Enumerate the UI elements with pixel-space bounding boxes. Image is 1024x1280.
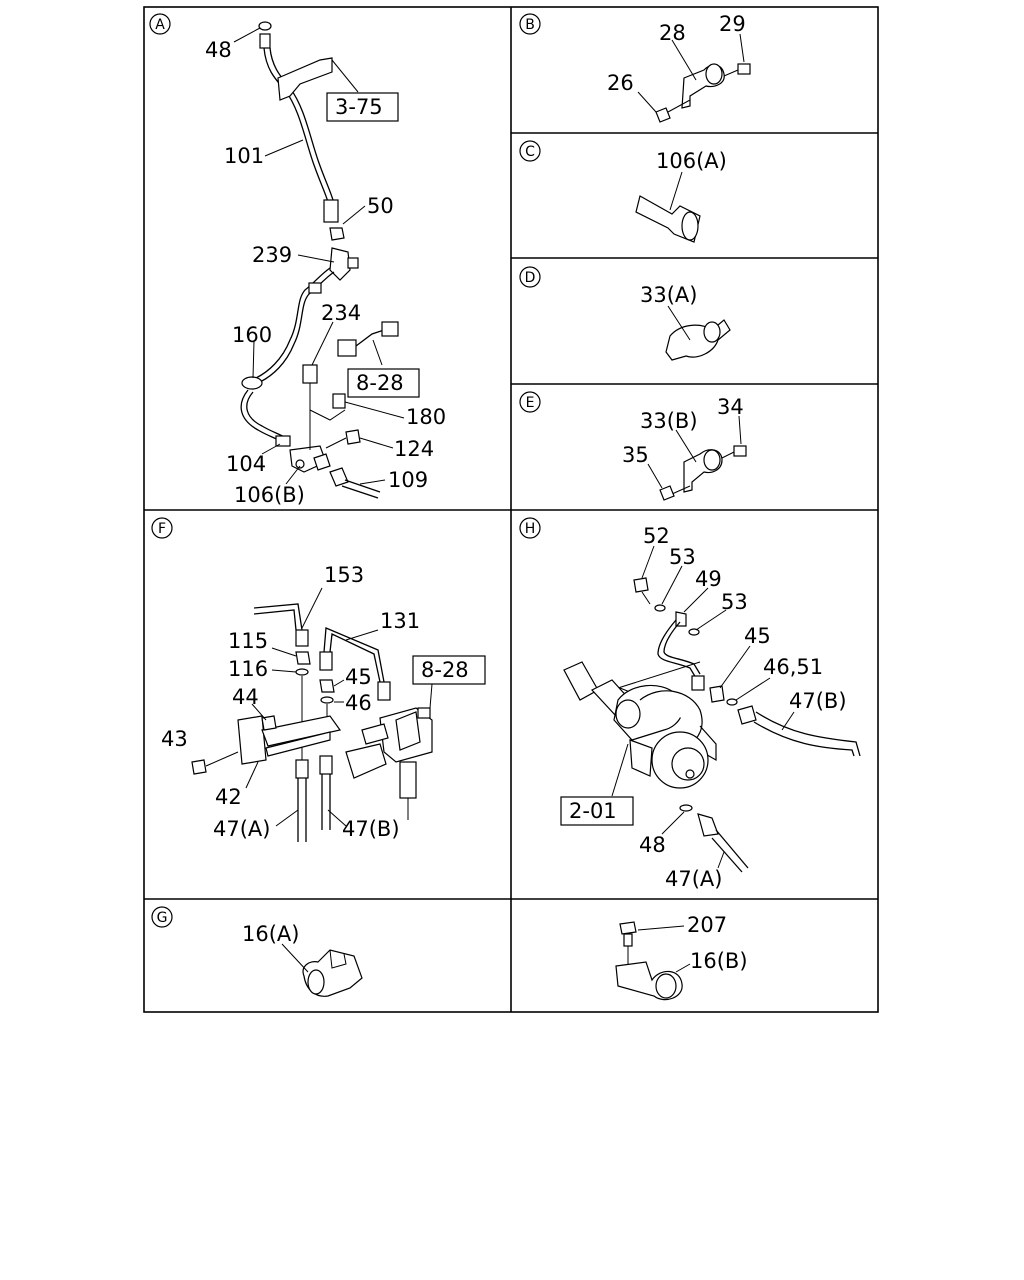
panel-e-marker: E <box>519 391 541 413</box>
label-h-49: 49 <box>695 567 722 591</box>
panel-h-marker: H <box>519 517 541 539</box>
ref-h-2-01-text: 2-01 <box>569 799 617 823</box>
label-f-45: 45 <box>345 665 372 689</box>
label-h-46-51: 46,51 <box>763 655 823 679</box>
ref-box-f-8-28: 8-28 <box>412 655 486 685</box>
label-a-50: 50 <box>367 194 394 218</box>
label-f-47a: 47(A) <box>213 817 270 841</box>
label-a-180: 180 <box>406 405 446 429</box>
label-e-35: 35 <box>622 443 649 467</box>
label-i-207: 207 <box>687 913 727 937</box>
panel-c-marker-text: C <box>525 144 535 160</box>
panel-a-marker: A <box>149 13 171 35</box>
label-f-115: 115 <box>228 629 268 653</box>
label-a-48: 48 <box>205 38 232 62</box>
ref-box-h-2-01: 2-01 <box>560 796 634 826</box>
label-f-44: 44 <box>232 685 259 709</box>
label-d-33a: 33(A) <box>640 283 697 307</box>
panel-h-marker-text: H <box>525 521 536 537</box>
label-a-239: 239 <box>252 243 292 267</box>
ref-box-a-8-28: 8-28 <box>347 368 420 398</box>
panel-c-marker: C <box>519 140 541 162</box>
panel-g-marker: G <box>151 906 173 928</box>
label-b-28: 28 <box>659 21 686 45</box>
label-a-109: 109 <box>388 468 428 492</box>
ref-f-8-28-text: 8-28 <box>421 658 469 682</box>
label-a-101: 101 <box>224 144 264 168</box>
panel-d-marker: D <box>519 266 541 288</box>
panel-g-marker-text: G <box>157 910 168 926</box>
label-h-53-mid: 53 <box>721 590 748 614</box>
label-g-16a: 16(A) <box>242 922 299 946</box>
label-e-33b: 33(B) <box>640 409 698 433</box>
panel-c-drawing <box>635 171 701 243</box>
panel-f-marker: F <box>151 517 173 539</box>
panel-e-marker-text: E <box>526 395 535 411</box>
panel-i-drawing <box>615 921 691 1001</box>
panel-d-drawing <box>665 305 731 361</box>
label-h-47b: 47(B) <box>789 689 847 713</box>
label-a-160: 160 <box>232 323 272 347</box>
label-h-52: 52 <box>643 524 670 548</box>
panel-b-marker-text: B <box>525 17 535 33</box>
panel-d-marker-text: D <box>525 270 536 286</box>
label-f-43: 43 <box>161 727 188 751</box>
ref-box-a-3-75: 3-75 <box>326 92 399 122</box>
label-h-53-top: 53 <box>669 545 696 569</box>
label-a-106b: 106(B) <box>234 483 305 507</box>
label-f-131: 131 <box>380 609 420 633</box>
panel-b-marker: B <box>519 13 541 35</box>
panel-a-drawing <box>233 21 405 499</box>
label-a-234: 234 <box>321 301 361 325</box>
label-c-106a: 106(A) <box>656 149 727 173</box>
panel-grid <box>143 6 879 1013</box>
label-i-16b: 16(B) <box>690 949 748 973</box>
label-b-29: 29 <box>719 12 746 36</box>
label-e-34: 34 <box>717 395 744 419</box>
panel-b-drawing <box>637 33 751 123</box>
panel-f-marker-text: F <box>158 521 166 537</box>
panel-e-drawing <box>647 415 747 501</box>
ref-a-3-75-text: 3-75 <box>335 95 383 119</box>
panel-a-marker-text: A <box>155 17 165 33</box>
label-h-45: 45 <box>744 624 771 648</box>
label-h-48: 48 <box>639 833 666 857</box>
label-a-104: 104 <box>226 452 266 476</box>
ref-a-8-28-text: 8-28 <box>356 371 404 395</box>
label-f-153: 153 <box>324 563 364 587</box>
label-h-47a: 47(A) <box>665 867 722 891</box>
panel-f-drawing <box>191 587 433 842</box>
label-f-42: 42 <box>215 785 242 809</box>
label-b-26: 26 <box>607 71 634 95</box>
panel-h-drawing <box>563 545 861 873</box>
label-f-46: 46 <box>345 691 372 715</box>
label-f-116: 116 <box>228 657 268 681</box>
panel-g-drawing <box>281 943 363 997</box>
label-f-47b: 47(B) <box>342 817 400 841</box>
label-a-124: 124 <box>394 437 434 461</box>
